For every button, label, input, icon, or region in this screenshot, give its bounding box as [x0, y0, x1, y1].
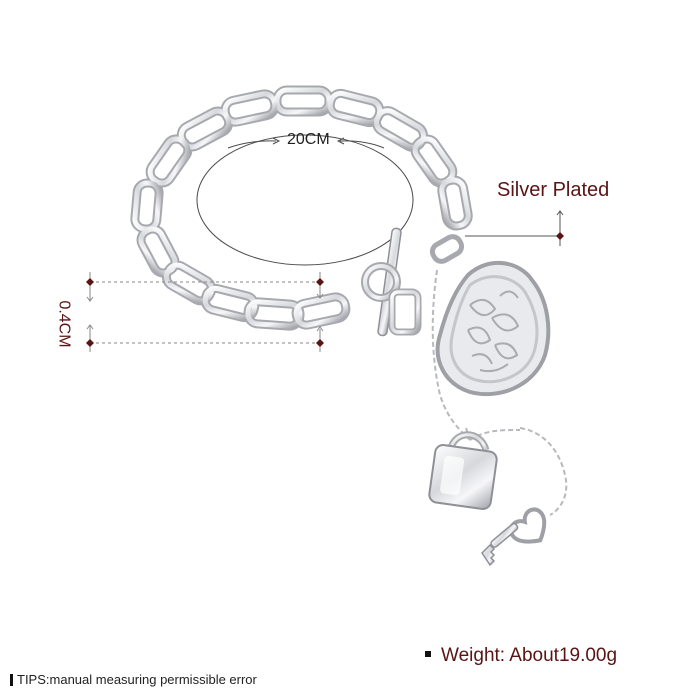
bullet-bar-icon	[10, 673, 13, 686]
weight-text: Weight: About19.00g	[441, 645, 618, 666]
padlock-charm	[428, 431, 498, 510]
chain-width-markers	[86, 278, 324, 347]
weight-label: Weight: About19.00g	[425, 645, 617, 667]
tips-note: TIPS:manual measuring permissible error	[10, 672, 257, 687]
heart-key-charm	[481, 507, 547, 567]
toggle-clasp	[361, 227, 422, 337]
material-label: Silver Plated	[497, 179, 610, 201]
circumference-label: 20CM	[287, 131, 330, 148]
bullet-square-icon	[425, 650, 431, 657]
tips-text: TIPS:manual measuring permissible error	[17, 672, 257, 687]
filigree-heart-charm	[429, 234, 551, 397]
circumference-measure	[196, 134, 414, 266]
paperclip-chain	[130, 85, 473, 331]
material-leader	[465, 210, 564, 246]
chain-width-label: 0.4CM	[55, 300, 73, 348]
